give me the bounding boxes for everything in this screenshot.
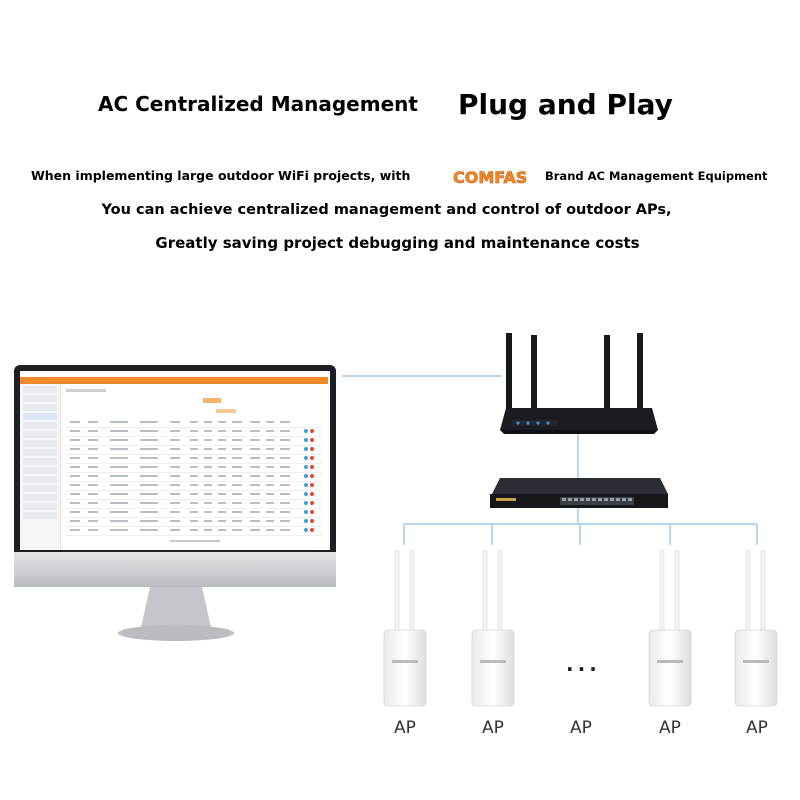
network-switch — [490, 478, 668, 508]
screen-tabs — [203, 398, 221, 403]
screen-footer — [170, 540, 220, 542]
screen-breadcrumb — [66, 389, 106, 392]
connector-lines — [342, 375, 758, 545]
screen-table-row — [66, 500, 322, 509]
router — [500, 333, 658, 434]
ellipsis: ... — [566, 652, 601, 676]
management-screen — [20, 377, 328, 550]
access-point-3 — [648, 549, 692, 707]
access-point-4 — [734, 549, 778, 707]
access-point-2 — [471, 549, 515, 707]
screen-table-row — [66, 518, 322, 527]
intro-line-suffix: Brand AC Management Equipment — [545, 169, 768, 183]
monitor-stand — [140, 587, 212, 632]
screen-table-row — [66, 464, 322, 473]
ap-label-4: AP — [659, 718, 681, 738]
access-point-1 — [383, 549, 427, 707]
monitor-base — [118, 625, 234, 641]
title-right: Plug and Play — [458, 88, 673, 121]
screen-topbar — [20, 377, 328, 384]
description-line-1: You can achieve centralized management a… — [101, 202, 672, 218]
title-left: AC Centralized Management — [98, 92, 418, 116]
comfas-logo: COMFAS — [453, 168, 528, 187]
brand-text: COMFAS — [453, 168, 527, 187]
screen-table-row — [66, 455, 322, 464]
screen-table-row — [66, 473, 322, 482]
screen-table-row — [66, 446, 322, 455]
ap-label-5: AP — [746, 718, 768, 738]
screen-table-row — [66, 437, 322, 446]
ap-label-3: AP — [570, 718, 592, 738]
intro-line: When implementing large outdoor WiFi pro… — [31, 168, 411, 183]
screen-table — [66, 419, 322, 536]
screen-filter — [216, 409, 236, 413]
screen-table-row — [66, 491, 322, 500]
screen-table-row — [66, 527, 322, 536]
screen-table-row — [66, 509, 322, 518]
description-line-2: Greatly saving project debugging and mai… — [155, 234, 640, 252]
ap-label-1: AP — [394, 718, 416, 738]
ap-label-2: AP — [482, 718, 504, 738]
screen-table-row — [66, 419, 322, 428]
screen-table-row — [66, 428, 322, 437]
screen-table-row — [66, 482, 322, 491]
screen-sidebar — [20, 384, 61, 550]
